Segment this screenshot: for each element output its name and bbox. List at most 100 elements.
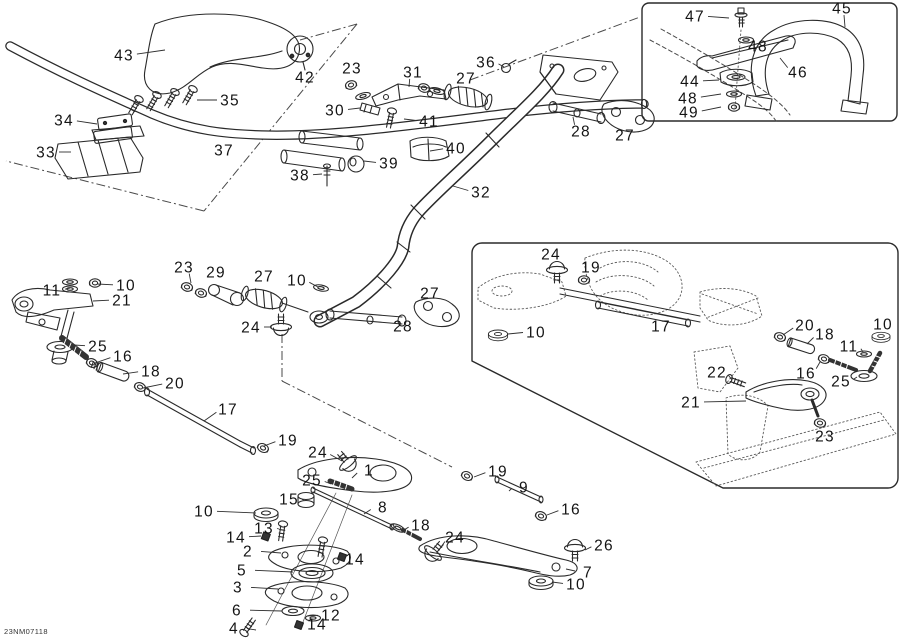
callout-19: 19	[278, 433, 298, 450]
callout-10: 10	[873, 317, 893, 334]
callout-leader-10	[507, 332, 524, 335]
tie-rod-17-left	[143, 387, 257, 456]
callout-35: 35	[220, 93, 240, 110]
callout-25: 25	[302, 473, 322, 490]
steering-arm-21-left	[11, 287, 94, 331]
nut-10	[88, 278, 102, 288]
callout-24: 24	[445, 530, 465, 547]
callout-5: 5	[237, 563, 247, 580]
callout-leader-12	[306, 614, 319, 617]
callout-leader-40	[429, 148, 444, 152]
callout-leader-7	[565, 568, 576, 572]
handlebar-end-cap	[286, 35, 314, 71]
callout-leader-24	[437, 541, 446, 552]
handlebar-clamp	[93, 113, 133, 144]
callout-48: 48	[748, 39, 768, 56]
callout-27: 27	[615, 128, 635, 145]
arm-27-lower	[413, 297, 460, 328]
callout-20: 20	[795, 318, 815, 335]
nut-23	[343, 78, 359, 92]
callout-leader-38	[312, 173, 323, 176]
stud-25-bottom	[327, 478, 355, 492]
callout-leader-layer	[59, 15, 864, 631]
bolt-47	[734, 7, 748, 28]
callout-leader-48	[700, 93, 722, 98]
callout-22: 22	[707, 365, 727, 382]
hoop-45	[744, 19, 869, 115]
callout-37: 37	[214, 143, 234, 160]
callout-leader-18	[122, 371, 139, 375]
callout-leader-20	[142, 383, 163, 389]
link-28-lower	[325, 308, 407, 327]
callout-28: 28	[393, 319, 413, 336]
callout-10: 10	[287, 273, 307, 290]
callout-40: 40	[446, 141, 466, 158]
callout-14: 14	[307, 617, 327, 634]
washer	[354, 90, 372, 102]
handlebar-pad	[143, 13, 301, 95]
callout-8: 8	[378, 500, 388, 517]
washer-11b	[61, 285, 79, 293]
callout-2: 2	[243, 544, 253, 561]
callout-leader-8	[363, 509, 372, 515]
callout-leader-24	[329, 454, 343, 462]
callout-26: 26	[594, 538, 614, 555]
pitman-arm-1	[297, 456, 413, 493]
callout-leader-32	[452, 185, 469, 191]
callout-leader-10	[96, 283, 114, 286]
callout-9: 9	[519, 480, 529, 497]
bolt-25-left	[59, 335, 89, 360]
link-28-upper	[548, 100, 606, 125]
callout-leader-3	[250, 586, 279, 590]
callout-leader-6	[249, 609, 283, 612]
callout-42: 42	[295, 70, 315, 87]
callout-leader-20	[782, 327, 794, 336]
callout-16: 16	[113, 349, 133, 366]
callout-leader-30	[347, 107, 361, 110]
callout-10: 10	[116, 278, 136, 295]
pin-30	[359, 102, 381, 116]
callout-36: 36	[476, 55, 496, 72]
collar-15	[297, 491, 315, 509]
callout-21: 21	[112, 293, 132, 310]
callout-leader-15	[301, 499, 305, 501]
callout-leader-17	[203, 411, 217, 422]
callout-leader-4	[246, 628, 257, 631]
ball-joint-24-inset	[545, 260, 569, 284]
tie-rod-end-25-inset	[850, 350, 883, 383]
callout-25: 25	[831, 374, 851, 391]
construction-lines	[5, 16, 641, 468]
callout-27: 27	[456, 71, 476, 88]
callout-leader-23	[188, 273, 192, 284]
support-stack	[237, 492, 353, 639]
callout-31: 31	[403, 65, 423, 82]
nut-23-mid2	[193, 286, 209, 300]
callout-4: 4	[229, 621, 239, 638]
callout-3: 3	[233, 580, 243, 597]
link-rod	[281, 302, 309, 313]
callout-leader-25	[73, 344, 86, 347]
part-number: 23NM07118	[4, 627, 48, 636]
nut-49	[727, 102, 741, 112]
callout-27: 27	[254, 269, 274, 286]
bracket-31	[371, 83, 447, 107]
callout-24: 24	[541, 247, 561, 264]
callout-leader-11	[64, 287, 71, 290]
callout-21: 21	[681, 395, 701, 412]
callout-18: 18	[411, 518, 431, 535]
callout-17: 17	[651, 319, 671, 336]
callout-leader-25	[853, 376, 858, 380]
clip-36	[500, 59, 517, 74]
ball-joint-26	[563, 538, 587, 562]
rod-9	[494, 475, 544, 504]
callout-leader-36	[498, 63, 505, 68]
callout-17: 17	[218, 402, 238, 419]
callout-14: 14	[345, 552, 365, 569]
callout-28: 28	[571, 124, 591, 141]
callout-47: 47	[685, 9, 705, 26]
callout-leader-16	[815, 361, 821, 369]
callout-leader-21	[92, 299, 110, 302]
callout-leader-39	[363, 160, 377, 163]
callout-49: 49	[679, 105, 699, 122]
nut-23-inset	[813, 417, 827, 429]
